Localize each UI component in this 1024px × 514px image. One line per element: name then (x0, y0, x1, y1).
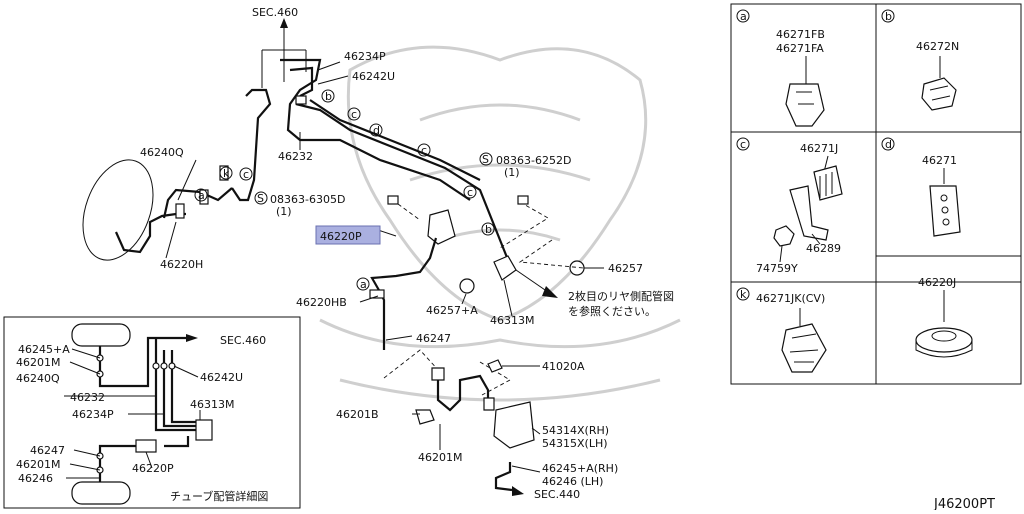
panel-b-letter: b (885, 10, 892, 23)
panel-c-part-46289[interactable]: 46289 (806, 242, 841, 255)
callout-46246-lh[interactable]: 46246 (LH) (542, 475, 603, 488)
inset-caption: チューブ配管詳細図 (170, 489, 268, 503)
part-callouts: SEC.460 46234P 46242U 46240Q 46232 08363… (140, 6, 674, 501)
marker-a: a (360, 278, 367, 291)
panel-c-letter: c (740, 138, 746, 151)
callout-46234p[interactable]: 46234P (344, 50, 386, 63)
callout-46201m[interactable]: 46201M (418, 451, 462, 464)
panel-j-part-46220j[interactable]: 46220J (918, 276, 956, 289)
panel-d-letter: d (885, 138, 892, 151)
callout-sec460[interactable]: SEC.460 (252, 6, 298, 19)
panel-a-part-46271fb[interactable]: 46271FB (776, 28, 825, 41)
panel-c[interactable]: c 46271J 46289 74759Y (736, 137, 843, 275)
marker-b: b (485, 223, 492, 236)
marker-c: c (243, 168, 249, 181)
parts-panels: a 46271FB 46271FA b 46272N c 46271J 4628… (730, 3, 1022, 385)
panel-c-part-46271j[interactable]: 46271J (800, 142, 838, 155)
inset-46247[interactable]: 46247 (30, 444, 65, 457)
callout-qty-1b: (1) (504, 166, 520, 179)
callout-46247[interactable]: 46247 (416, 332, 451, 345)
panel-a[interactable]: a 46271FB 46271FA (736, 9, 825, 127)
inset-46240q[interactable]: 46240Q (16, 372, 60, 385)
circled-letter-markers: a k c b c d c c b a S S (194, 89, 495, 291)
inset-46245a[interactable]: 46245+A (18, 343, 70, 356)
marker-c: c (421, 144, 427, 157)
marker-c: c (467, 186, 473, 199)
note-rear-piping-line2: を参照ください。 (568, 304, 656, 318)
callout-54314x[interactable]: 54314X(RH) (542, 424, 609, 437)
panel-b[interactable]: b 46272N (881, 9, 959, 111)
inset-46242u[interactable]: 46242U (200, 371, 243, 384)
marker-s: S (482, 153, 489, 166)
panel-d-part-46271[interactable]: 46271 (922, 154, 957, 167)
callout-46313m[interactable]: 46313M (490, 314, 534, 327)
inset-46201m-1[interactable]: 46201M (16, 356, 60, 369)
marker-c: c (351, 108, 357, 121)
callout-08363-6252d[interactable]: 08363-6252D (496, 154, 571, 167)
marker-s: S (257, 192, 264, 205)
panel-b-part-46272n[interactable]: 46272N (916, 40, 959, 53)
callout-46220h[interactable]: 46220H (160, 258, 203, 271)
inset-46220p[interactable]: 46220P (132, 462, 174, 475)
callout-qty-1a: (1) (276, 205, 292, 218)
watermark-emblem (319, 45, 681, 402)
callout-46242u[interactable]: 46242U (352, 70, 395, 83)
callout-41020a[interactable]: 41020A (542, 360, 585, 373)
note-rear-piping-line1: 2枚目のリヤ側配管図 (568, 289, 674, 303)
callout-46240q[interactable]: 46240Q (140, 146, 184, 159)
inset-sec460[interactable]: SEC.460 (220, 334, 266, 347)
inset-46232[interactable]: 46232 (70, 391, 105, 404)
callout-46220p[interactable]: 46220P (320, 230, 362, 243)
marker-k: k (223, 167, 230, 180)
marker-a: a (198, 189, 205, 202)
inset-46201m-2[interactable]: 46201M (16, 458, 60, 471)
panel-k-part-46271jk[interactable]: 46271JK(CV) (756, 292, 825, 305)
panel-d[interactable]: d 46271 (881, 137, 961, 237)
panel-j[interactable]: 46220J (915, 276, 973, 358)
marker-b: b (325, 90, 332, 103)
callout-sec440[interactable]: SEC.440 (534, 488, 580, 501)
panel-k[interactable]: k 46271JK(CV) (736, 287, 827, 373)
panel-a-letter: a (740, 10, 747, 23)
tube-detail-inset: 46245+A 46201M 46240Q SEC.460 46242U 462… (3, 316, 301, 509)
panel-c-part-74759y[interactable]: 74759Y (756, 262, 798, 275)
highlight-46220p-box[interactable] (315, 225, 381, 245)
callout-46232[interactable]: 46232 (278, 150, 313, 163)
inset-46234p[interactable]: 46234P (72, 408, 114, 421)
callout-46257a[interactable]: 46257+A (426, 304, 478, 317)
callout-46201b[interactable]: 46201B (336, 408, 379, 421)
inset-46246[interactable]: 46246 (18, 472, 53, 485)
callout-54315x[interactable]: 54315X(LH) (542, 437, 608, 450)
panel-a-part-46271fa[interactable]: 46271FA (776, 42, 824, 55)
callout-46257[interactable]: 46257 (608, 262, 643, 275)
callout-46245a-rh[interactable]: 46245+A(RH) (542, 462, 618, 475)
panel-k-letter: k (740, 288, 747, 301)
inset-46313m[interactable]: 46313M (190, 398, 234, 411)
callout-08363-6305d[interactable]: 08363-6305D (270, 193, 345, 206)
callout-46220hb[interactable]: 46220HB (296, 296, 347, 309)
diagram-code: J46200PT (933, 497, 995, 510)
brake-tube-routing (82, 18, 604, 496)
marker-d: d (373, 124, 380, 137)
